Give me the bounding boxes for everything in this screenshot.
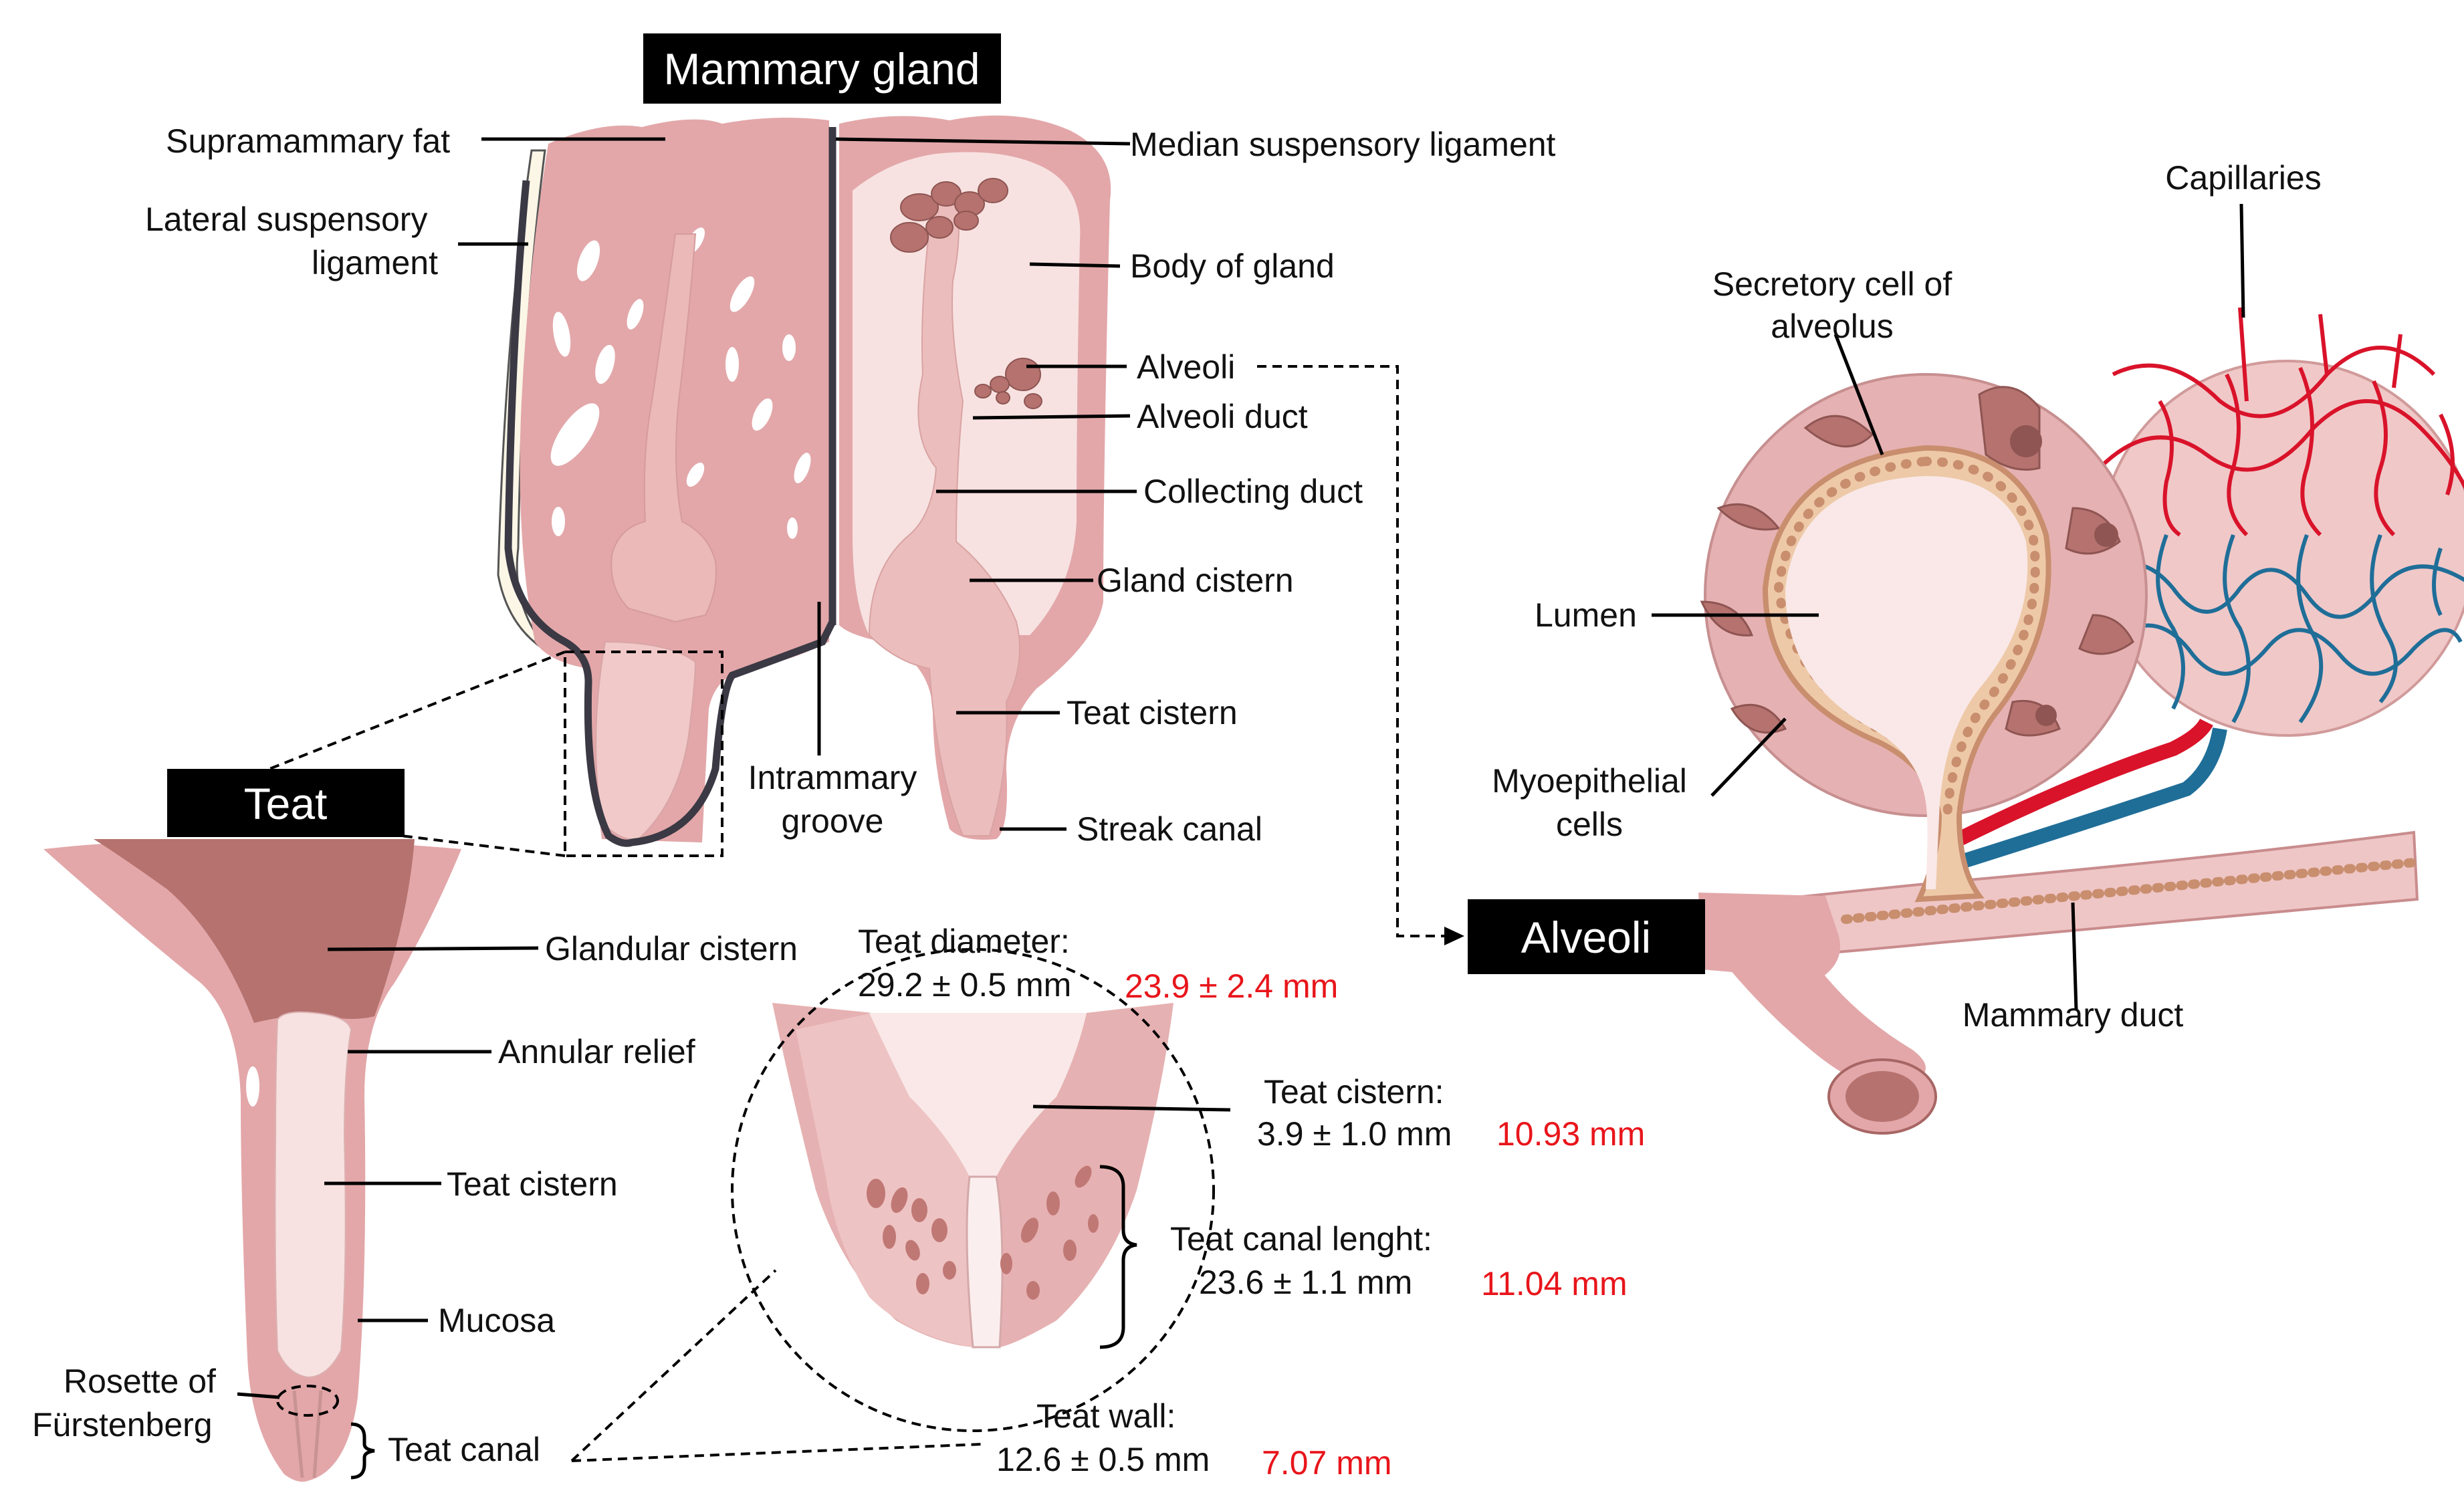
alveoli-pointer-arrow — [1257, 365, 1451, 937]
zoom-lumen — [869, 1013, 1087, 1177]
label-lateral-ligament-1: Lateral suspensory — [145, 201, 427, 238]
right-duct-tree — [868, 193, 1020, 836]
label-glandular-cistern: Glandular cistern — [545, 930, 798, 967]
cell-nucleus-3 — [2035, 705, 2057, 726]
label-alveoli-duct: Alveoli duct — [1137, 398, 1308, 435]
teat-leader-lines — [237, 946, 539, 1480]
mammary-gland-illustration — [497, 115, 1111, 857]
label-myoepithelial-2: cells — [1556, 806, 1623, 843]
label-teat-cistern-gland: Teat cistern — [1067, 694, 1238, 731]
label-mucosa: Mucosa — [438, 1302, 555, 1339]
label-secretory-1: Secretory cell of — [1712, 265, 1952, 303]
label-median-ligament: Median suspensory ligament — [1130, 126, 1556, 163]
label-body-of-gland: Body of gland — [1130, 247, 1335, 285]
wall-red: 7.07 mm — [1262, 1444, 1392, 1482]
label-myoepithelial-1: Myoepithelial — [1492, 762, 1687, 800]
label-mammary-duct: Mammary duct — [1963, 996, 2184, 1034]
capillaries-blue — [2105, 534, 2464, 723]
alveolus-illustration — [1667, 307, 2464, 1135]
mammary-gland-title: Mammary gland — [643, 33, 1001, 104]
teat-tip-zoom — [731, 948, 1215, 1432]
zoom-line-3 — [571, 1443, 984, 1462]
label-rosette-2: Fürstenberg — [32, 1406, 213, 1443]
label-annular-relief: Annular relief — [498, 1033, 695, 1070]
mammary-gland-title-text: Mammary gland — [663, 44, 980, 94]
gland-alveoli-clusters — [890, 178, 1042, 409]
left-outline — [504, 180, 836, 847]
teat-cistern-shape — [274, 1011, 352, 1379]
teat-labels: Glandular cistern Annular relief Teat ci… — [32, 930, 798, 1468]
label-alveoli: Alveoli — [1137, 348, 1235, 386]
left-teat-shape — [595, 641, 697, 840]
label-lateral-ligament-2: ligament — [312, 244, 438, 281]
cistern-red: 10.93 mm — [1496, 1115, 1645, 1153]
label-teat-cistern-teat: Teat cistern — [447, 1165, 618, 1203]
wall-label: Teat wall: — [1036, 1397, 1175, 1435]
alveoli-title: Alveoli — [1468, 899, 1705, 974]
artery-vessel — [1949, 718, 2213, 849]
alveolus-lumen — [1785, 476, 2028, 889]
zoom-line-2 — [401, 834, 566, 857]
diameter-red: 23.9 ± 2.4 mm — [1125, 967, 1338, 1005]
canal-red: 11.04 mm — [1481, 1265, 1628, 1302]
teat-illustration — [43, 839, 461, 1482]
zoom-line-1 — [227, 651, 566, 787]
zoom-line-4 — [570, 1269, 777, 1462]
label-gland-cistern: Gland cistern — [1097, 562, 1294, 599]
gland-leader-lines — [458, 137, 1137, 831]
myoepithelial-cells — [1700, 386, 2134, 737]
left-duct-tree — [610, 233, 717, 623]
wall-value: 12.6 ± 0.5 mm — [996, 1441, 1210, 1478]
label-collecting-duct: Collecting duct — [1143, 473, 1363, 510]
label-secretory-2: alveolus — [1771, 308, 1893, 345]
glandular-cistern-shape — [94, 839, 415, 1023]
zoom-tissue-inner — [796, 1013, 973, 1347]
label-intrammary-2: groove — [782, 802, 884, 840]
teat-title: Teat — [167, 769, 405, 837]
duct-cell-dots — [1841, 858, 2419, 924]
cell-nucleus-1 — [2010, 425, 2042, 457]
diameter-label: Teat diameter: — [858, 923, 1070, 960]
alveoli-labels: Capillaries Secretory cell of alveolus L… — [1492, 159, 2322, 1034]
left-duct-stub — [1698, 893, 1840, 979]
vein-vessel — [1956, 727, 2227, 870]
canal-value: 23.6 ± 1.1 mm — [1199, 1264, 1412, 1301]
alveoli-leader-lines — [1652, 203, 2245, 1010]
label-lumen: Lumen — [1535, 596, 1637, 634]
teat-selection-box — [564, 651, 723, 857]
zoom-canal — [966, 1175, 1004, 1349]
cistern-label: Teat cistern: — [1264, 1073, 1444, 1111]
label-capillaries: Capillaries — [2165, 159, 2321, 197]
gland-labels: Supramammary fat Lateral suspensory liga… — [145, 122, 1556, 848]
measure-leaders — [1032, 1105, 1231, 1349]
right-body-light — [853, 152, 1081, 635]
zoom-muscle-spots — [867, 1165, 1099, 1300]
teat-canal-shape — [292, 1390, 323, 1478]
rosette-outline — [276, 1385, 339, 1417]
cistern-value: 3.9 ± 1.0 mm — [1257, 1115, 1452, 1153]
teat-title-text: Teat — [244, 779, 328, 828]
fat-islands — [550, 227, 811, 539]
label-teat-canal: Teat canal — [388, 1431, 540, 1468]
alveoli-title-text: Alveoli — [1521, 913, 1651, 962]
label-streak-canal: Streak canal — [1077, 810, 1262, 848]
teat-fat-island — [246, 1066, 259, 1107]
capillaries-red — [2098, 307, 2464, 537]
canal-label: Teat canal lenght: — [1170, 1220, 1432, 1258]
label-rosette-1: Rosette of — [64, 1363, 216, 1400]
label-supramammary-fat: Supramammary fat — [166, 122, 450, 160]
alveoli-pointer-head — [1444, 927, 1464, 945]
label-intrammary-1: Intrammary — [748, 759, 917, 796]
measurements: Teat diameter: 29.2 ± 0.5 mm 23.9 ± 2.4 … — [858, 923, 1645, 1482]
zoom-circle — [731, 948, 1215, 1432]
cell-nucleus-2 — [2094, 523, 2118, 547]
diameter-value: 29.2 ± 0.5 mm — [858, 966, 1071, 1004]
